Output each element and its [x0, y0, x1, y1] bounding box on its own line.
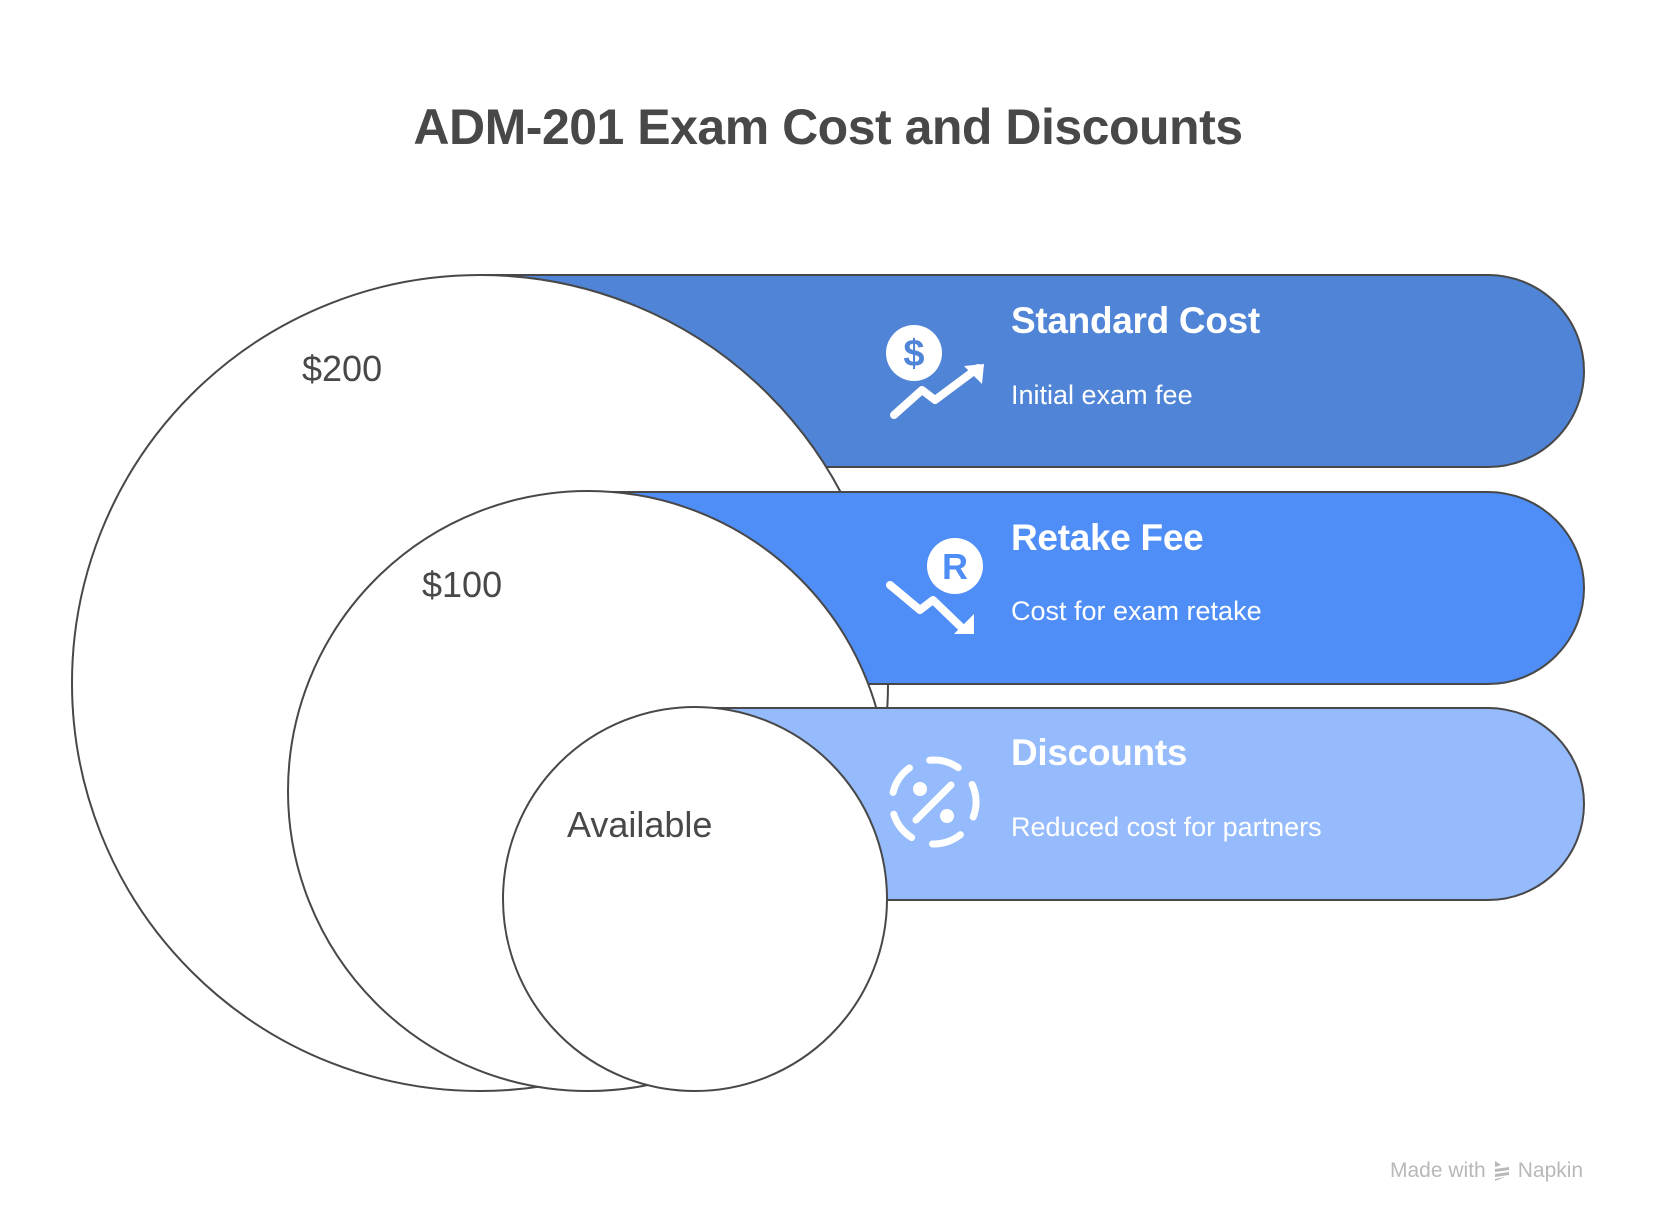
svg-text:$: $ — [903, 333, 924, 375]
band-title-standard-cost: Standard Cost — [1011, 300, 1260, 341]
watermark-brand: Napkin — [1517, 1159, 1584, 1182]
circle-label-available: Available — [567, 804, 713, 845]
watermark-prefix: Made with — [1390, 1159, 1486, 1182]
retake-trend-down-icon: R — [886, 538, 983, 634]
made-with-napkin-watermark: Made with Napkin — [1390, 1159, 1583, 1183]
band-subtitle-standard-cost: Initial exam fee — [1011, 380, 1193, 410]
dollar-trend-up-icon: $ — [886, 325, 984, 419]
band-subtitle-discounts: Reduced cost for partners — [1011, 812, 1322, 842]
circle-available — [502, 706, 888, 1092]
napkin-logo-icon — [1494, 1161, 1509, 1181]
circle-label-100: $100 — [422, 564, 503, 605]
band-title-retake-fee: Retake Fee — [1011, 517, 1204, 558]
svg-text:R: R — [942, 546, 968, 587]
diagram-title: ADM-201 Exam Cost and Discounts — [413, 99, 1243, 155]
band-title-discounts: Discounts — [1011, 732, 1188, 773]
band-discounts — [694, 707, 1585, 901]
band-subtitle-retake-fee: Cost for exam retake — [1011, 596, 1262, 626]
circle-label-200: $200 — [302, 348, 383, 389]
percent-badge-icon — [888, 756, 980, 848]
